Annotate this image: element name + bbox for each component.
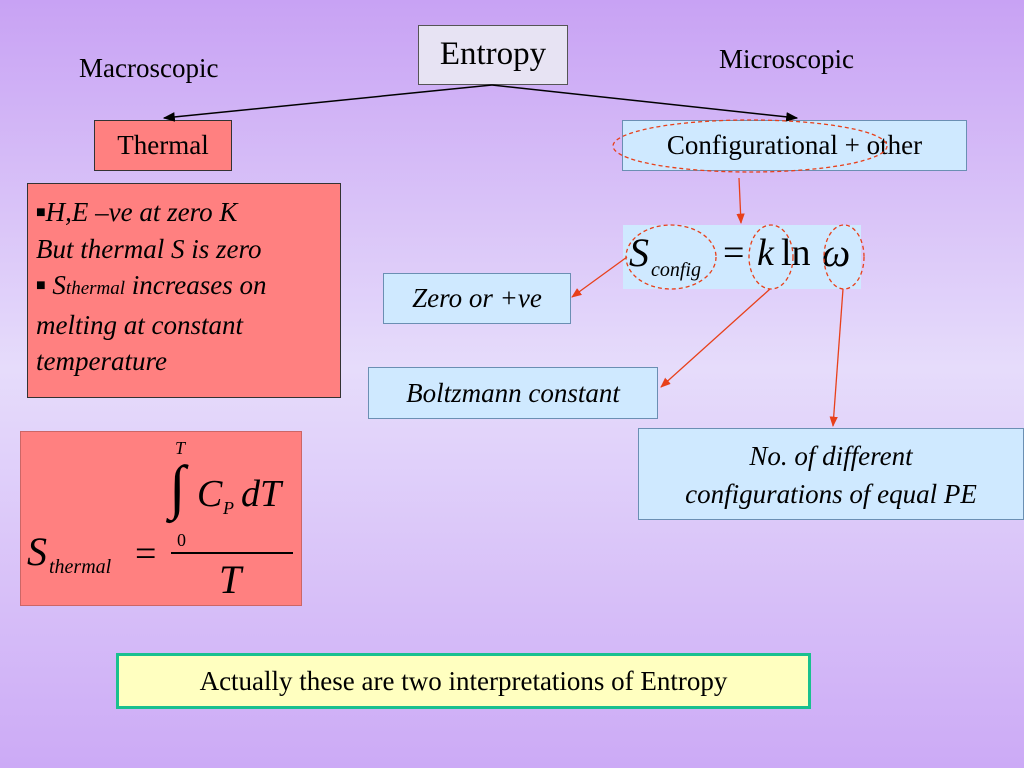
zero-or-positive-box: Zero or +ve — [383, 273, 571, 324]
configurations-box: No. of different configurations of equal… — [638, 428, 1024, 520]
arrow-to-configurational — [491, 84, 799, 122]
footer-text: Actually these are two interpretations o… — [199, 666, 728, 696]
thermal-formula-box: S thermal = T ∫ 0 C P dT T — [20, 431, 302, 606]
integral-sign-icon: ∫ — [169, 454, 186, 520]
formula-s: S — [629, 230, 649, 275]
fraction-denominator: T — [219, 557, 242, 602]
bullet-2-continuation-2: temperature — [36, 346, 167, 376]
formula-sub-config: config — [651, 259, 701, 281]
arrow-to-formula — [736, 177, 745, 225]
fraction-bar — [171, 552, 293, 554]
configurational-label: Configurational + other — [666, 130, 923, 160]
bullet-2-continuation-1: melting at constant — [36, 310, 243, 340]
configurations-line-2: configurations of equal PE — [685, 479, 977, 509]
configurational-box: Configurational + other — [622, 120, 967, 171]
thermal-description-box: ■H,E –ve at zero K But thermal S is zero… — [27, 183, 341, 398]
integral-lower-limit: 0 — [177, 530, 186, 550]
arrow-to-thermal — [162, 84, 493, 122]
thermal-box: Thermal — [94, 120, 232, 171]
zero-or-positive-label: Zero or +ve — [412, 283, 542, 313]
bullet-1: ■H,E –ve at zero K — [36, 197, 238, 227]
formula-omega: ω — [822, 230, 851, 275]
formula-k: k — [757, 232, 774, 274]
bullet-1-continuation: But thermal S is zero — [36, 234, 262, 264]
arrow-to-boltzmann — [660, 288, 771, 388]
bullet-square-icon: ■ — [36, 277, 46, 294]
integrand-c: C — [197, 473, 223, 515]
bullet-2: ■ Sthermal increases on — [36, 270, 267, 300]
thermal-formula-equals: = — [135, 533, 157, 575]
entropy-title: Entropy — [439, 36, 547, 72]
config-formula-box: S config = k ln ω — [623, 225, 861, 289]
entropy-title-box: Entropy — [418, 25, 568, 85]
boltzmann-label: Boltzmann constant — [406, 378, 620, 408]
formula-equals: = — [723, 232, 745, 274]
macroscopic-label: Macroscopic — [79, 53, 219, 83]
thermal-formula-sub: thermal — [49, 556, 112, 578]
configurations-line-1: No. of different — [749, 441, 913, 471]
arrow-to-zero-or-positive — [571, 256, 628, 298]
thermal-formula-s: S — [27, 529, 47, 574]
boltzmann-box: Boltzmann constant — [368, 367, 658, 419]
arrow-to-configurations — [829, 288, 844, 428]
microscopic-label: Microscopic — [719, 44, 854, 74]
integrand-p: P — [223, 498, 234, 518]
formula-ln: ln — [781, 232, 811, 274]
integrand-dt: dT — [241, 473, 282, 515]
thermal-label: Thermal — [117, 130, 209, 160]
bullet-square-icon: ■ — [36, 204, 46, 221]
footer-box: Actually these are two interpretations o… — [116, 653, 811, 709]
integral-upper-limit: T — [175, 438, 186, 458]
